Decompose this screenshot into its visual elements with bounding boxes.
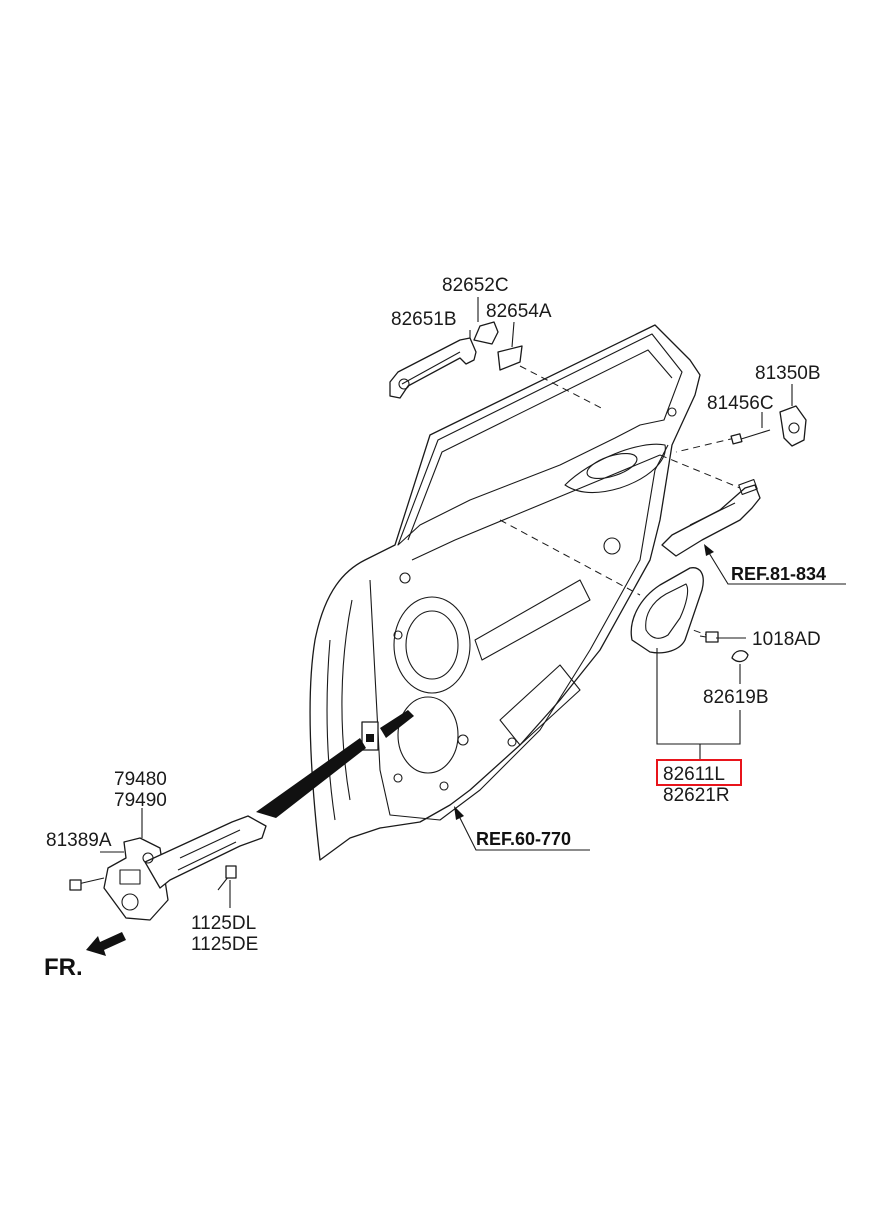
label-ref-60-770: REF.60-770	[476, 829, 571, 849]
label-82611l: 82611L	[663, 764, 725, 785]
pointer-wedge-checker	[256, 738, 366, 818]
highlight-box-82611l	[656, 759, 742, 786]
front-direction-arrow-icon	[86, 932, 126, 956]
label-ref-81-834: REF.81-834	[731, 564, 826, 584]
label-79490: 79490	[114, 790, 167, 811]
latch-bracket-81350b	[779, 405, 807, 447]
handle-pad-82654a	[497, 345, 523, 371]
handle-cover-82652c	[473, 321, 499, 345]
inside-door-handle-82611l	[630, 567, 704, 654]
label-81456c: 81456C	[707, 393, 774, 414]
inside-handle-mechanism	[661, 479, 761, 557]
bolt-81389a	[69, 877, 105, 891]
bolt-1125dl	[217, 865, 237, 891]
label-82651b: 82651B	[391, 309, 457, 330]
screw-81456c	[730, 429, 771, 445]
label-1018ad: 1018AD	[752, 629, 821, 650]
label-1125de: 1125DE	[191, 934, 258, 955]
label-82619b: 82619B	[703, 687, 769, 708]
label-79480: 79480	[114, 769, 167, 790]
label-1125dl: 1125DL	[191, 913, 256, 934]
label-front: FR.	[44, 954, 83, 981]
outside-door-handle	[389, 337, 477, 399]
cap-82619b	[731, 650, 749, 663]
checker-mount-bracket	[361, 710, 414, 751]
label-82652c: 82652C	[442, 275, 509, 296]
label-82621r: 82621R	[663, 785, 730, 806]
door-panel	[309, 324, 701, 861]
label-81389a: 81389A	[46, 830, 112, 851]
leader-lines	[100, 297, 846, 908]
label-82654a: 82654A	[486, 301, 552, 322]
door-checker-79480	[103, 815, 267, 921]
screw-1018ad	[699, 631, 719, 643]
ref-arrowheads	[454, 544, 714, 820]
label-81350b: 81350B	[755, 363, 821, 384]
